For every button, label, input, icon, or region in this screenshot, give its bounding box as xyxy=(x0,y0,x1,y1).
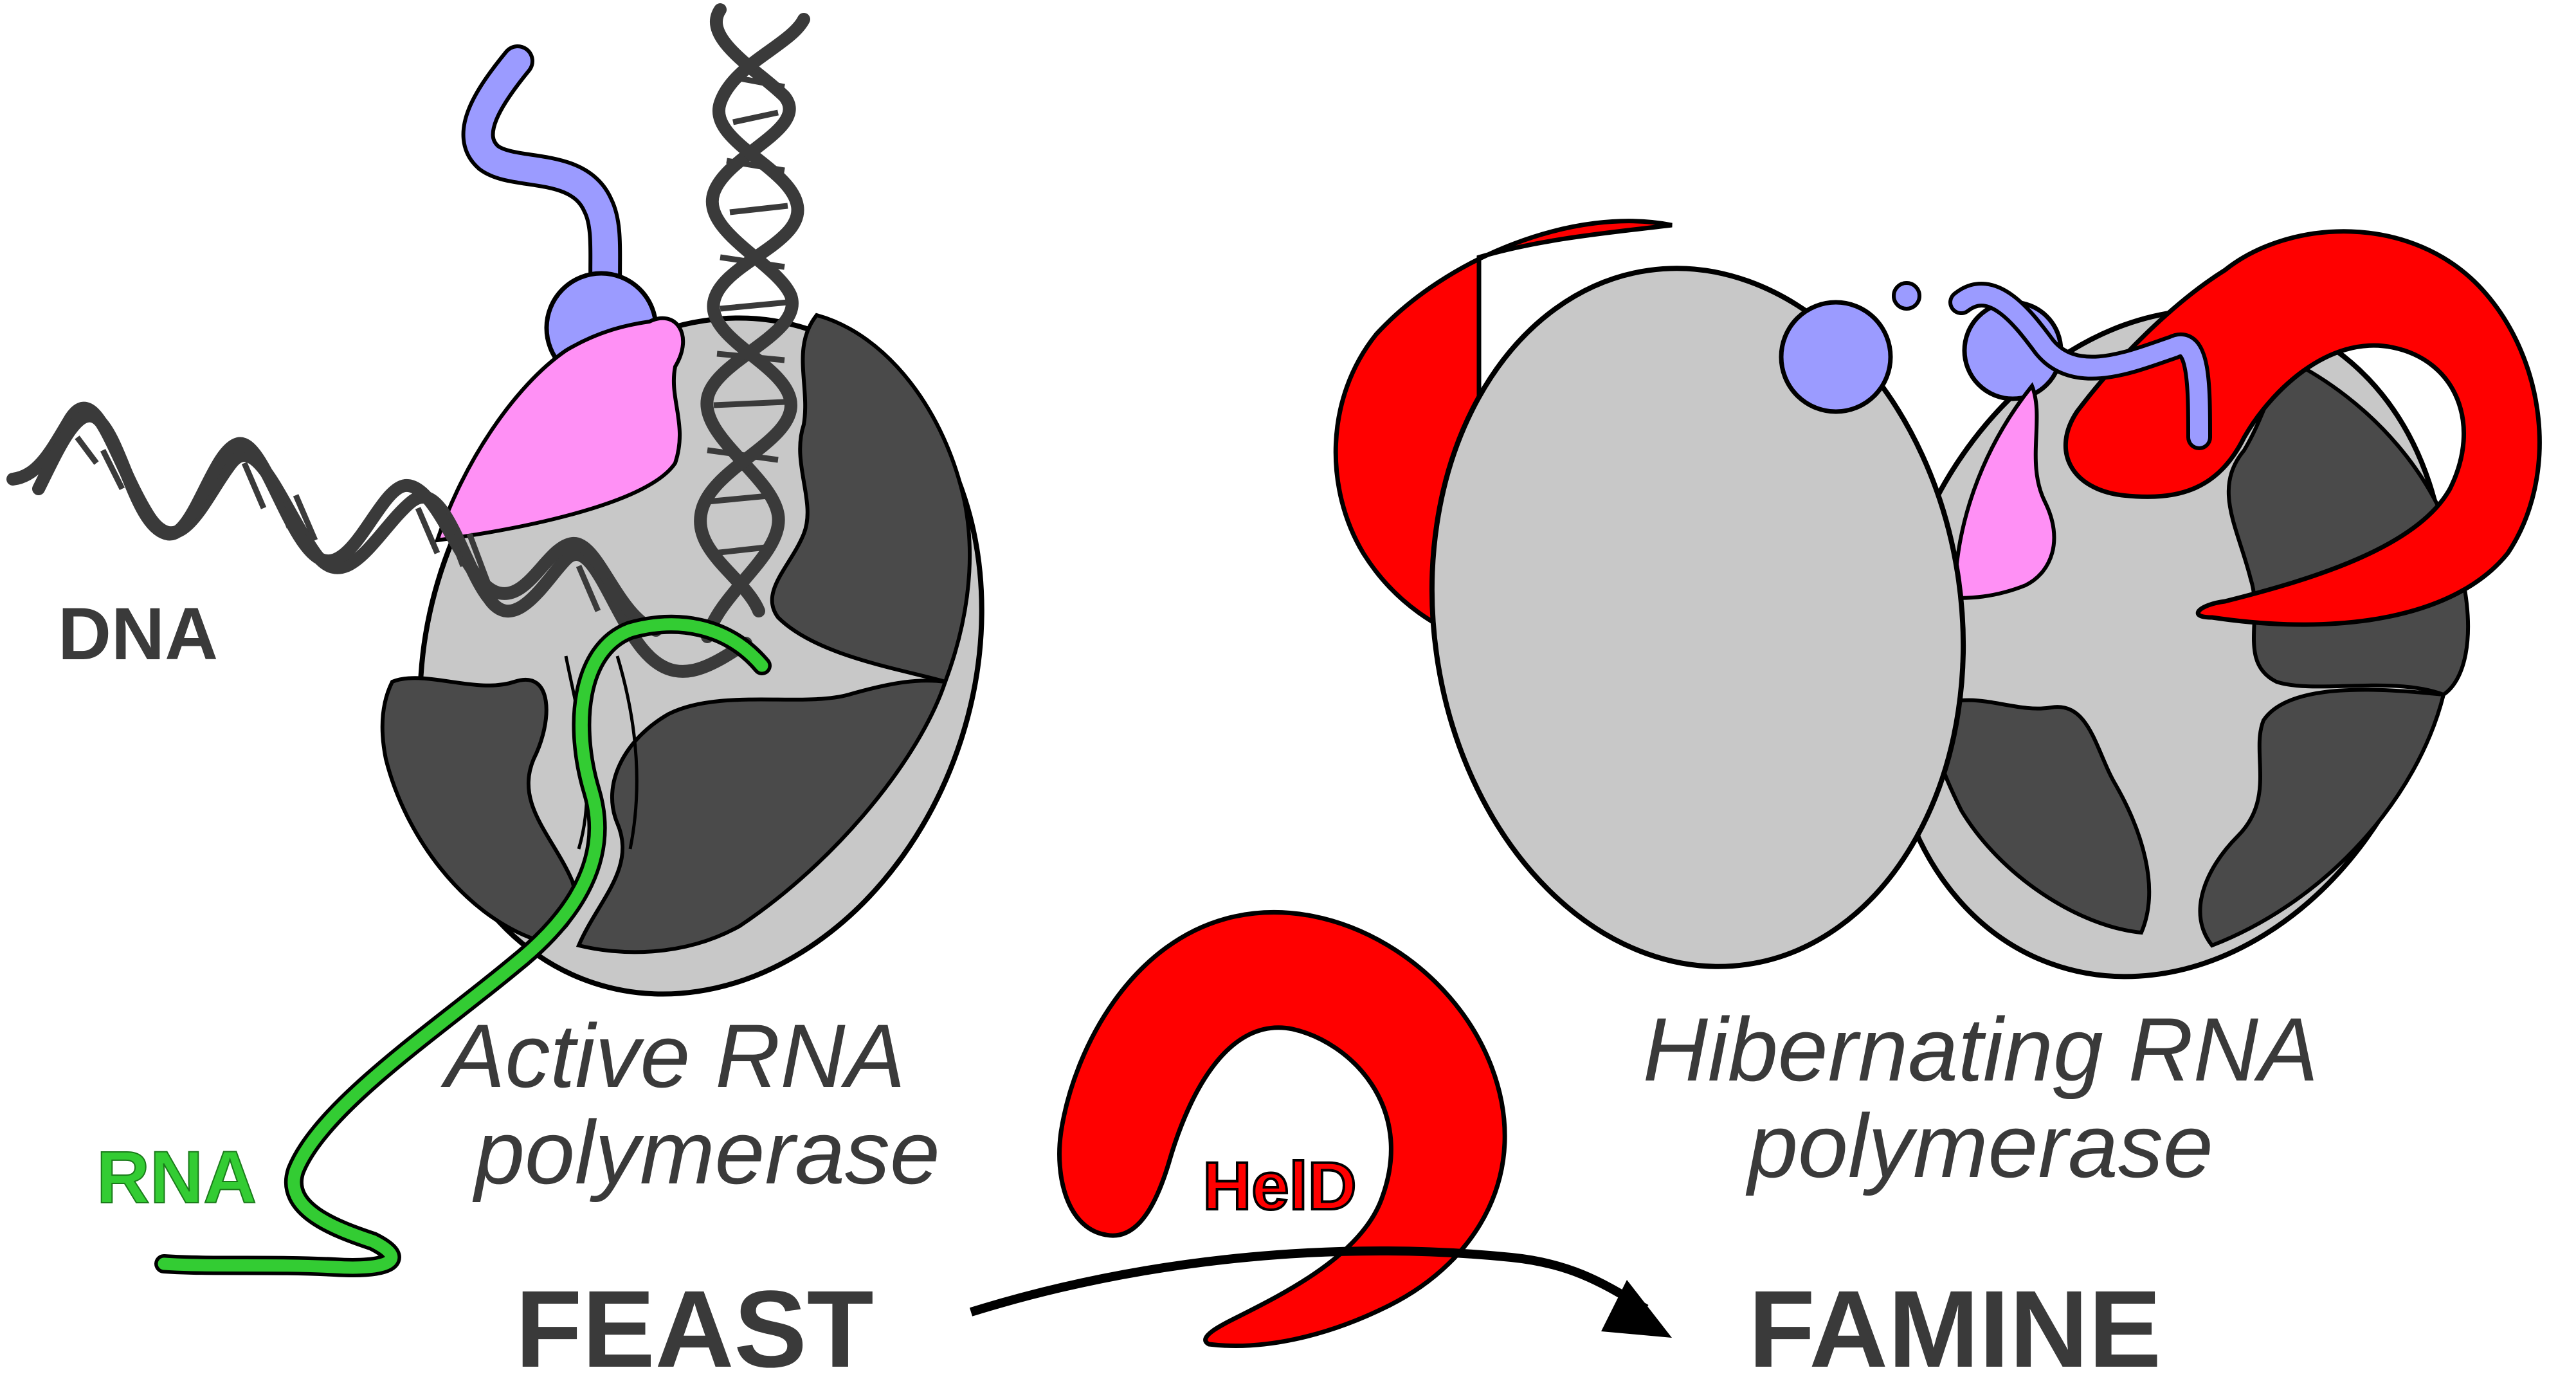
feast-to-famine-arrow xyxy=(969,1246,1649,1317)
arrow-head xyxy=(1601,1280,1672,1338)
hibernating-polymerase-label-line1: Hibernating RNA xyxy=(1643,999,2318,1100)
active-dark-domain-bottom-right xyxy=(576,679,948,954)
active-dark-domain-right xyxy=(770,313,972,684)
feast-label: FEAST xyxy=(515,1268,873,1377)
active-polymerase-label-line2: polymerase xyxy=(472,1102,940,1203)
active-polymerase-label-line1: Active RNA xyxy=(440,1005,905,1106)
active-dark-domain-left xyxy=(380,676,577,942)
hibernating-polymerase-label-line2: polymerase xyxy=(1745,1095,2213,1196)
rna-strand-fill xyxy=(158,618,768,1274)
hibernating-dark-domain-bottom xyxy=(2198,688,2446,948)
helD-label: HelD xyxy=(1202,1149,1356,1224)
helD-free xyxy=(1057,909,1507,1348)
magenta-domain-active xyxy=(434,316,685,543)
sigma-knob xyxy=(1892,281,1921,311)
sigma-tail-hibernating-fill xyxy=(1952,286,2208,446)
famine-label: FAMINE xyxy=(1748,1268,2161,1377)
helD-back-left xyxy=(1333,219,1673,646)
active-polymerase xyxy=(6,3,984,1277)
dna-label: DNA xyxy=(58,593,218,675)
magenta-domain-hibernating xyxy=(1952,382,2056,601)
sigma-tail-fill xyxy=(465,48,621,315)
hibernating-polymerase xyxy=(1333,219,2542,980)
rna-label: RNA xyxy=(96,1136,257,1219)
helD-front-right xyxy=(2064,229,2542,627)
dna-horizontal xyxy=(6,401,752,678)
hibernating-dark-domain-left xyxy=(1932,698,2152,935)
dna-vertical xyxy=(694,3,810,643)
sigma-head-front xyxy=(1779,300,1893,414)
helD-shape xyxy=(1057,909,1507,1348)
hibernating-front-body xyxy=(1429,266,1966,969)
